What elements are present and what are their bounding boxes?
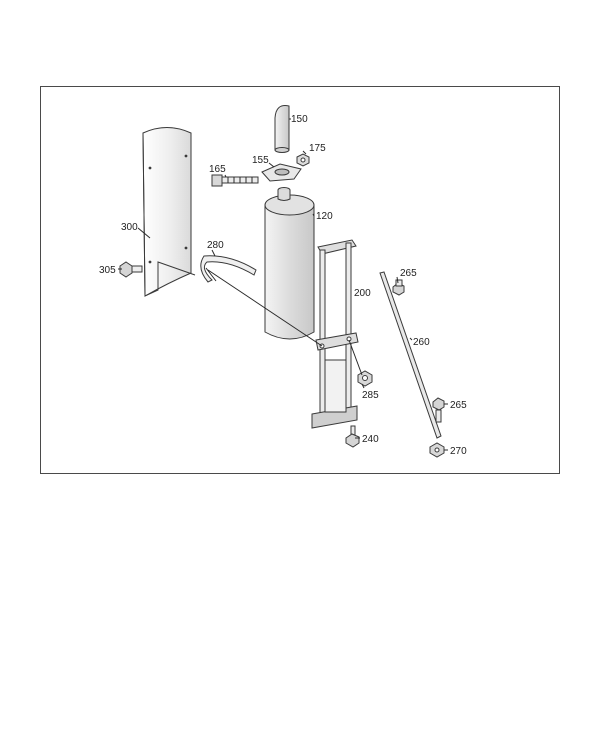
callout-155: 155 [252,155,269,166]
callout-240: 240 [362,434,379,445]
bolt-240 [345,425,360,448]
callout-165: 165 [209,164,226,175]
callout-265-upper: 265 [400,268,417,279]
callout-120: 120 [316,211,333,222]
callout-300: 300 [121,222,138,233]
flange-gasket-155 [261,163,302,182]
bolt-265-lower [432,397,445,423]
callout-280: 280 [207,240,224,251]
nut-175 [296,153,310,167]
muffler-120 [264,187,315,340]
tail-pipe-150 [274,105,290,153]
callout-260: 260 [413,337,430,348]
callout-200: 200 [354,288,371,299]
callout-labels: 150 155 175 165 120 300 280 305 200 265 … [99,114,467,457]
callout-305: 305 [99,265,116,276]
screw-305 [119,261,143,278]
bracket-200 [311,239,359,429]
support-rod-260 [379,271,442,439]
bolt-165 [211,174,259,187]
callout-285: 285 [362,390,379,401]
bolt-265-upper [392,279,405,296]
leader-lines [118,118,448,451]
clamp-strap-280 [200,255,257,283]
callout-270: 270 [450,446,467,457]
nut-270 [429,442,445,458]
callout-175: 175 [309,143,326,154]
callout-150: 150 [291,114,308,125]
callout-265-lower: 265 [450,400,467,411]
nut-285 [357,370,373,387]
heat-shield-300 [142,127,196,297]
